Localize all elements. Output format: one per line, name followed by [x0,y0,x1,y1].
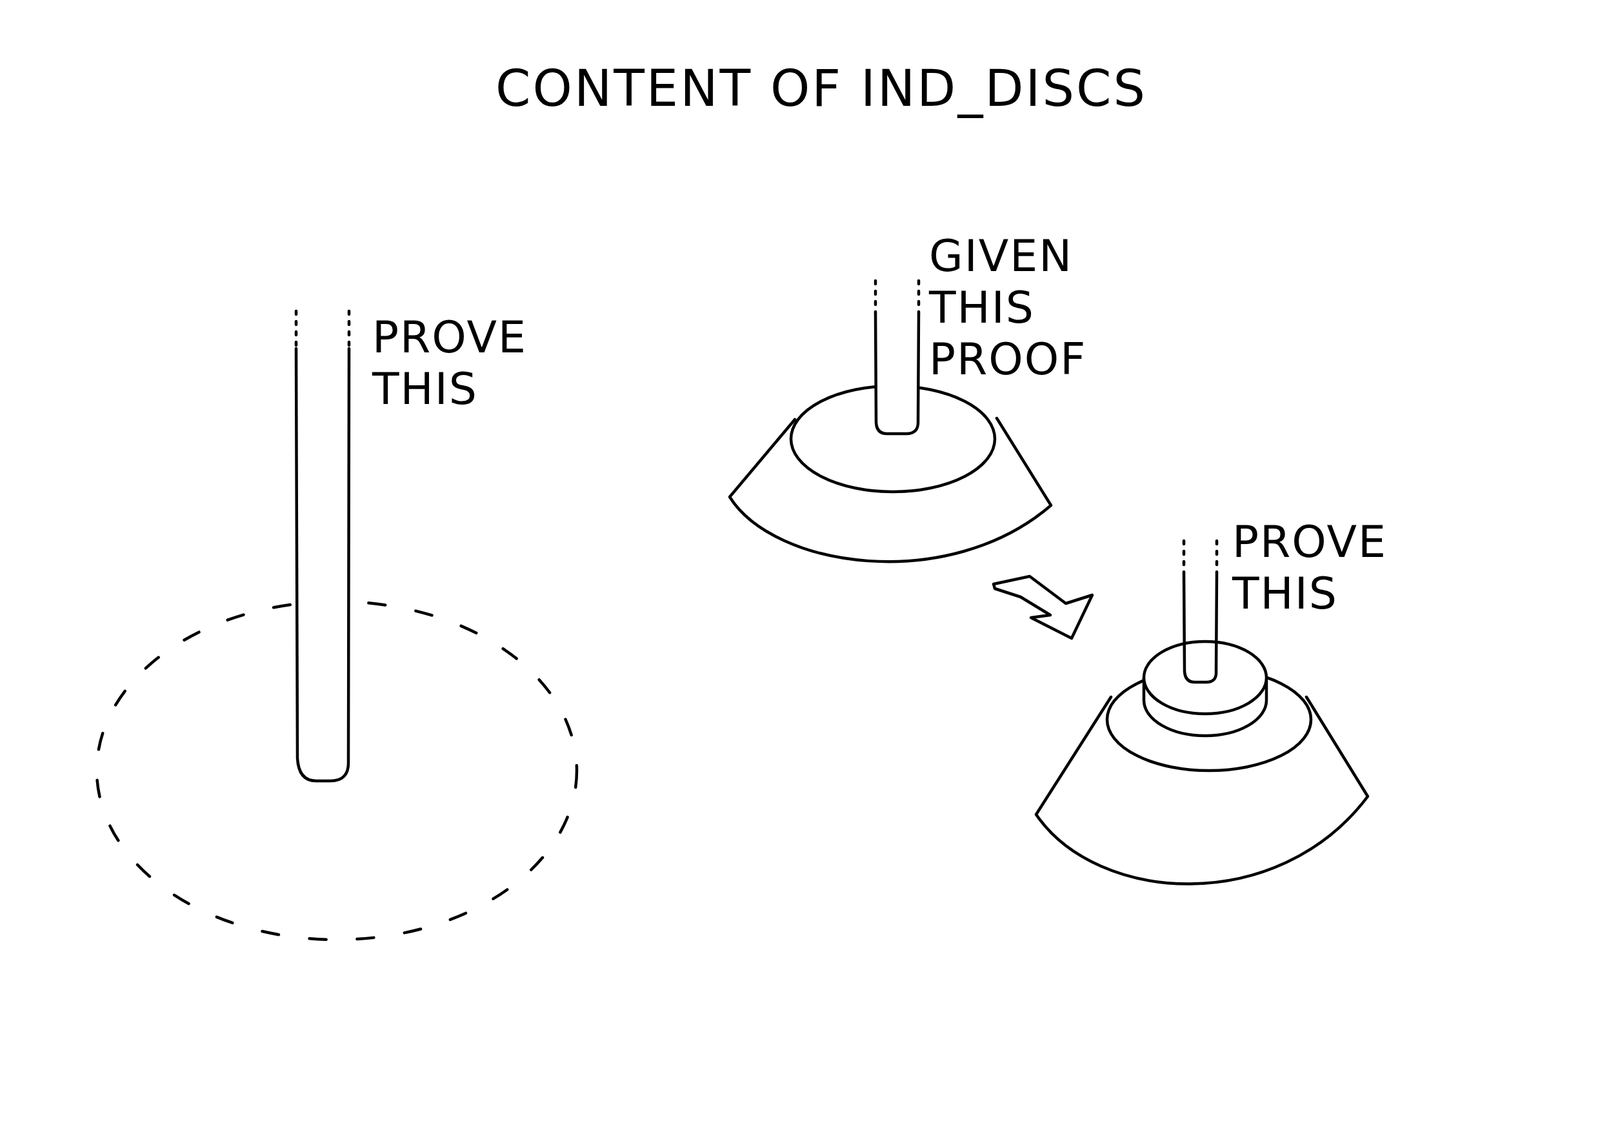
pole-continuation [875,280,919,313]
annotation-label: GIVEN THIS PROOF [929,230,1087,386]
pole [296,348,350,781]
pole [875,312,919,434]
small-disc-top [1143,641,1267,714]
step-arrow [993,576,1093,639]
annotation-label: PROVE THIS [372,311,528,415]
pole [1183,572,1217,682]
annotation-label: PROVE THIS [1232,516,1388,620]
pole-continuation [296,310,350,349]
pole-continuation [1183,540,1217,573]
diagram-title: CONTENT OF IND_DISCS [495,63,1148,114]
